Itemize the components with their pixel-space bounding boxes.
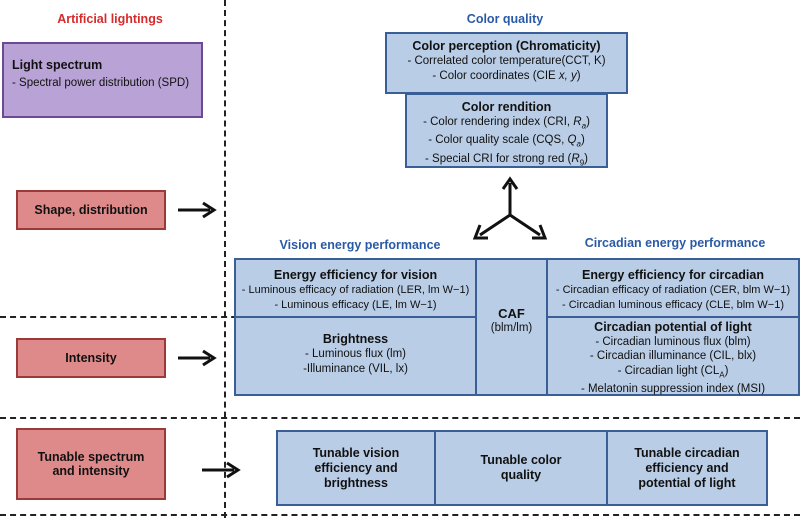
color-quality-title: Color quality bbox=[466, 12, 544, 26]
three-way-arrow bbox=[472, 176, 548, 240]
intensity-label: Intensity bbox=[65, 351, 117, 365]
tunable-vision-label: Tunable vision efficiency and brightness bbox=[312, 445, 400, 490]
divider-row-2 bbox=[0, 417, 800, 419]
r9-item: - Special CRI for strong red (R9) bbox=[425, 152, 588, 167]
circadian-potential-title: Circadian potential of light bbox=[594, 320, 752, 334]
tunable-color-label: Tunable color quality bbox=[480, 453, 562, 482]
vision-efficiency-box: Energy efficiency for vision - Luminous … bbox=[234, 258, 477, 318]
circadian-potential-box: Circadian potential of light - Circadian… bbox=[546, 316, 800, 396]
light-spectrum-item: - Spectral power distribution (SPD) bbox=[12, 77, 190, 89]
le-item: - Luminous efficacy (LE, lm W−1) bbox=[274, 299, 437, 311]
intensity-box: Intensity bbox=[16, 338, 166, 378]
color-perception-title: Color perception (Chromaticity) bbox=[412, 39, 601, 53]
color-perception-box: Color perception (Chromaticity) - Correl… bbox=[385, 32, 628, 94]
cri-item: - Color rendering index (CRI, Ra) bbox=[423, 116, 590, 131]
cer-item: - Circadian efficacy of radiation (CER, … bbox=[555, 284, 791, 296]
divider-bottom bbox=[0, 514, 800, 516]
tunable-spectrum-label-1: Tunable spectrum bbox=[37, 450, 145, 464]
circadian-efficiency-box: Energy efficiency for circadian - Circad… bbox=[546, 258, 800, 318]
cct-item: - Correlated color temperature(CCT, K) bbox=[407, 55, 606, 67]
cle-item: - Circadian luminous efficacy (CLE, blm … bbox=[561, 299, 784, 311]
caf-unit: (blm/lm) bbox=[490, 322, 533, 334]
vision-efficiency-title: Energy efficiency for vision bbox=[273, 268, 438, 282]
cqs-item: - Color quality scale (CQS, Qa) bbox=[428, 134, 585, 149]
illuminance-item: -Illuminance (VIL, lx) bbox=[303, 363, 408, 375]
tunable-circadian-label: Tunable circadian efficiency and potenti… bbox=[634, 445, 740, 490]
luminous-flux-item: - Luminous flux (lm) bbox=[305, 348, 406, 360]
brightness-box: Brightness - Luminous flux (lm) -Illumin… bbox=[234, 316, 477, 396]
tunable-circadian-box: Tunable circadian efficiency and potenti… bbox=[606, 430, 768, 506]
left-header: Artificial lightings bbox=[57, 12, 163, 26]
color-rendition-title: Color rendition bbox=[461, 100, 552, 114]
color-rendition-box: Color rendition - Color rendering index … bbox=[405, 93, 608, 168]
light-spectrum-title: Light spectrum bbox=[12, 58, 103, 72]
msi-item: - Melatonin suppression index (MSI) bbox=[580, 383, 766, 396]
circadian-light-item: - Circadian light (CLA) bbox=[617, 364, 729, 379]
circadian-efficiency-title: Energy efficiency for circadian bbox=[581, 268, 764, 282]
vision-title: Vision energy performance bbox=[279, 238, 441, 252]
shape-distribution-box: Shape, distribution bbox=[16, 190, 166, 230]
circadian-flux-item: - Circadian luminous flux (blm) bbox=[595, 335, 751, 348]
tunable-vision-box: Tunable vision efficiency and brightness bbox=[276, 430, 436, 506]
light-spectrum-box: Light spectrum - Spectral power distribu… bbox=[2, 42, 203, 118]
arrow-tunable bbox=[202, 461, 241, 479]
tunable-spectrum-label-2: and intensity bbox=[52, 464, 130, 478]
divider-vertical bbox=[224, 0, 226, 518]
ler-item: - Luminous efficacy of radiation (LER, l… bbox=[241, 284, 470, 296]
arrow-shape bbox=[178, 201, 217, 219]
caf-title: CAF bbox=[498, 306, 525, 321]
cie-item: - Color coordinates (CIE x, y) bbox=[432, 70, 581, 82]
circadian-title: Circadian energy performance bbox=[584, 236, 766, 250]
arrow-intensity bbox=[178, 349, 217, 367]
tunable-color-box: Tunable color quality bbox=[434, 430, 608, 506]
caf-box: CAF (blm/lm) bbox=[475, 258, 548, 396]
circadian-illuminance-item: - Circadian illuminance (CIL, blx) bbox=[589, 350, 757, 362]
tunable-spectrum-box: Tunable spectrum and intensity bbox=[16, 428, 166, 500]
brightness-title: Brightness bbox=[322, 332, 389, 346]
shape-distribution-label: Shape, distribution bbox=[34, 203, 148, 217]
